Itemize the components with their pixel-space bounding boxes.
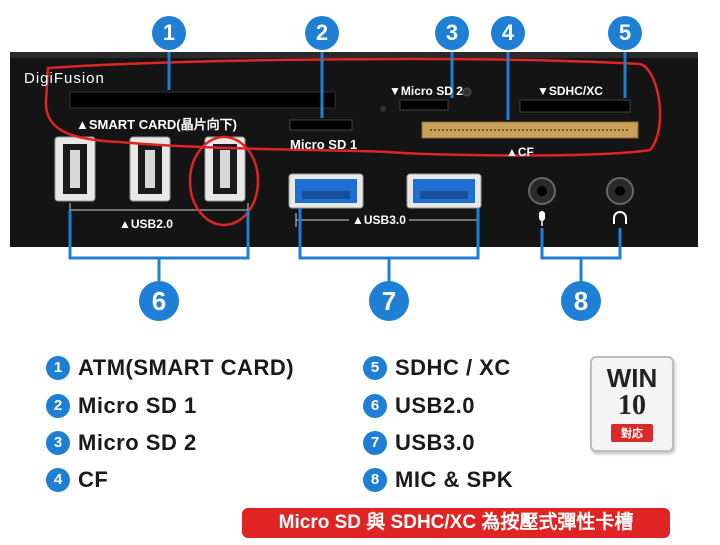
smart-card-slot xyxy=(69,91,336,109)
legend-label: USB3.0 xyxy=(395,430,476,455)
callout-6: 6 xyxy=(139,281,179,321)
legend-number: 8 xyxy=(363,468,387,492)
badge-line-1: WIN xyxy=(606,363,658,393)
legend-label: MIC & SPK xyxy=(395,467,514,492)
usb3-label: ▲USB3.0 xyxy=(349,213,409,227)
audio-jacks xyxy=(528,177,634,226)
callout-7: 7 xyxy=(369,281,409,321)
legend-number: 1 xyxy=(46,356,70,380)
sdhc-label: ▼SDHC/XC xyxy=(537,84,603,98)
micro-sd-2-label: ▼Micro SD 2 xyxy=(389,84,463,98)
callout-3: 3 xyxy=(435,16,469,50)
badge-line-3: 對応 xyxy=(611,424,653,442)
highlight-usb-port xyxy=(188,135,260,227)
sdhc-slot xyxy=(519,99,631,113)
legend-label: Micro SD 2 xyxy=(78,430,197,455)
legend-item: 1 ATM(SMART CARD) xyxy=(46,355,294,381)
micro-sd-1-label: Micro SD 1 xyxy=(290,137,358,152)
win10-badge: WIN 10 對応 xyxy=(590,356,674,452)
legend-number: 2 xyxy=(46,394,70,418)
usb3-ports xyxy=(288,173,482,209)
headphone-icon xyxy=(613,211,627,224)
callout-2: 2 xyxy=(305,16,339,50)
legend-label: CF xyxy=(78,467,109,492)
legend-item: 6 USB2.0 xyxy=(363,393,475,419)
legend-number: 7 xyxy=(363,431,387,455)
legend-number: 5 xyxy=(363,356,387,380)
callout-5: 5 xyxy=(608,16,642,50)
usb2-label: ▲USB2.0 xyxy=(116,217,176,231)
legend-item: 7 USB3.0 xyxy=(363,430,475,456)
callout-1: 1 xyxy=(152,16,186,50)
legend-label: Micro SD 1 xyxy=(78,393,197,418)
micro-sd-2-slot xyxy=(399,99,449,111)
legend-item: 2 Micro SD 1 xyxy=(46,393,197,419)
legend-label: SDHC / XC xyxy=(395,355,511,380)
highlight-card-readers xyxy=(44,57,662,157)
brand-logo: DigiFusion xyxy=(24,70,105,87)
cf-label: ▲CF xyxy=(506,145,534,159)
mic-icon xyxy=(539,211,545,221)
legend-label: USB2.0 xyxy=(395,393,476,418)
smart-card-label: ▲SMART CARD(晶片向下) xyxy=(76,117,237,132)
micro-sd-1-slot xyxy=(289,119,353,131)
legend-item: 8 MIC & SPK xyxy=(363,467,513,493)
legend-number: 4 xyxy=(46,468,70,492)
legend-item: 4 CF xyxy=(46,467,108,493)
callout-lines xyxy=(68,52,627,282)
legend-item: 5 SDHC / XC xyxy=(363,355,511,381)
usb2-ports xyxy=(54,136,246,202)
legend-label: ATM(SMART CARD) xyxy=(78,355,295,380)
callout-8: 8 xyxy=(561,281,601,321)
legend-item: 3 Micro SD 2 xyxy=(46,430,197,456)
badge-line-2: 10 xyxy=(618,390,646,421)
push-slot-note: Micro SD 與 SDHC/XC 為按壓式彈性卡槽 xyxy=(242,508,670,538)
legend-number: 3 xyxy=(46,431,70,455)
callout-4: 4 xyxy=(491,16,525,50)
legend-number: 6 xyxy=(363,394,387,418)
